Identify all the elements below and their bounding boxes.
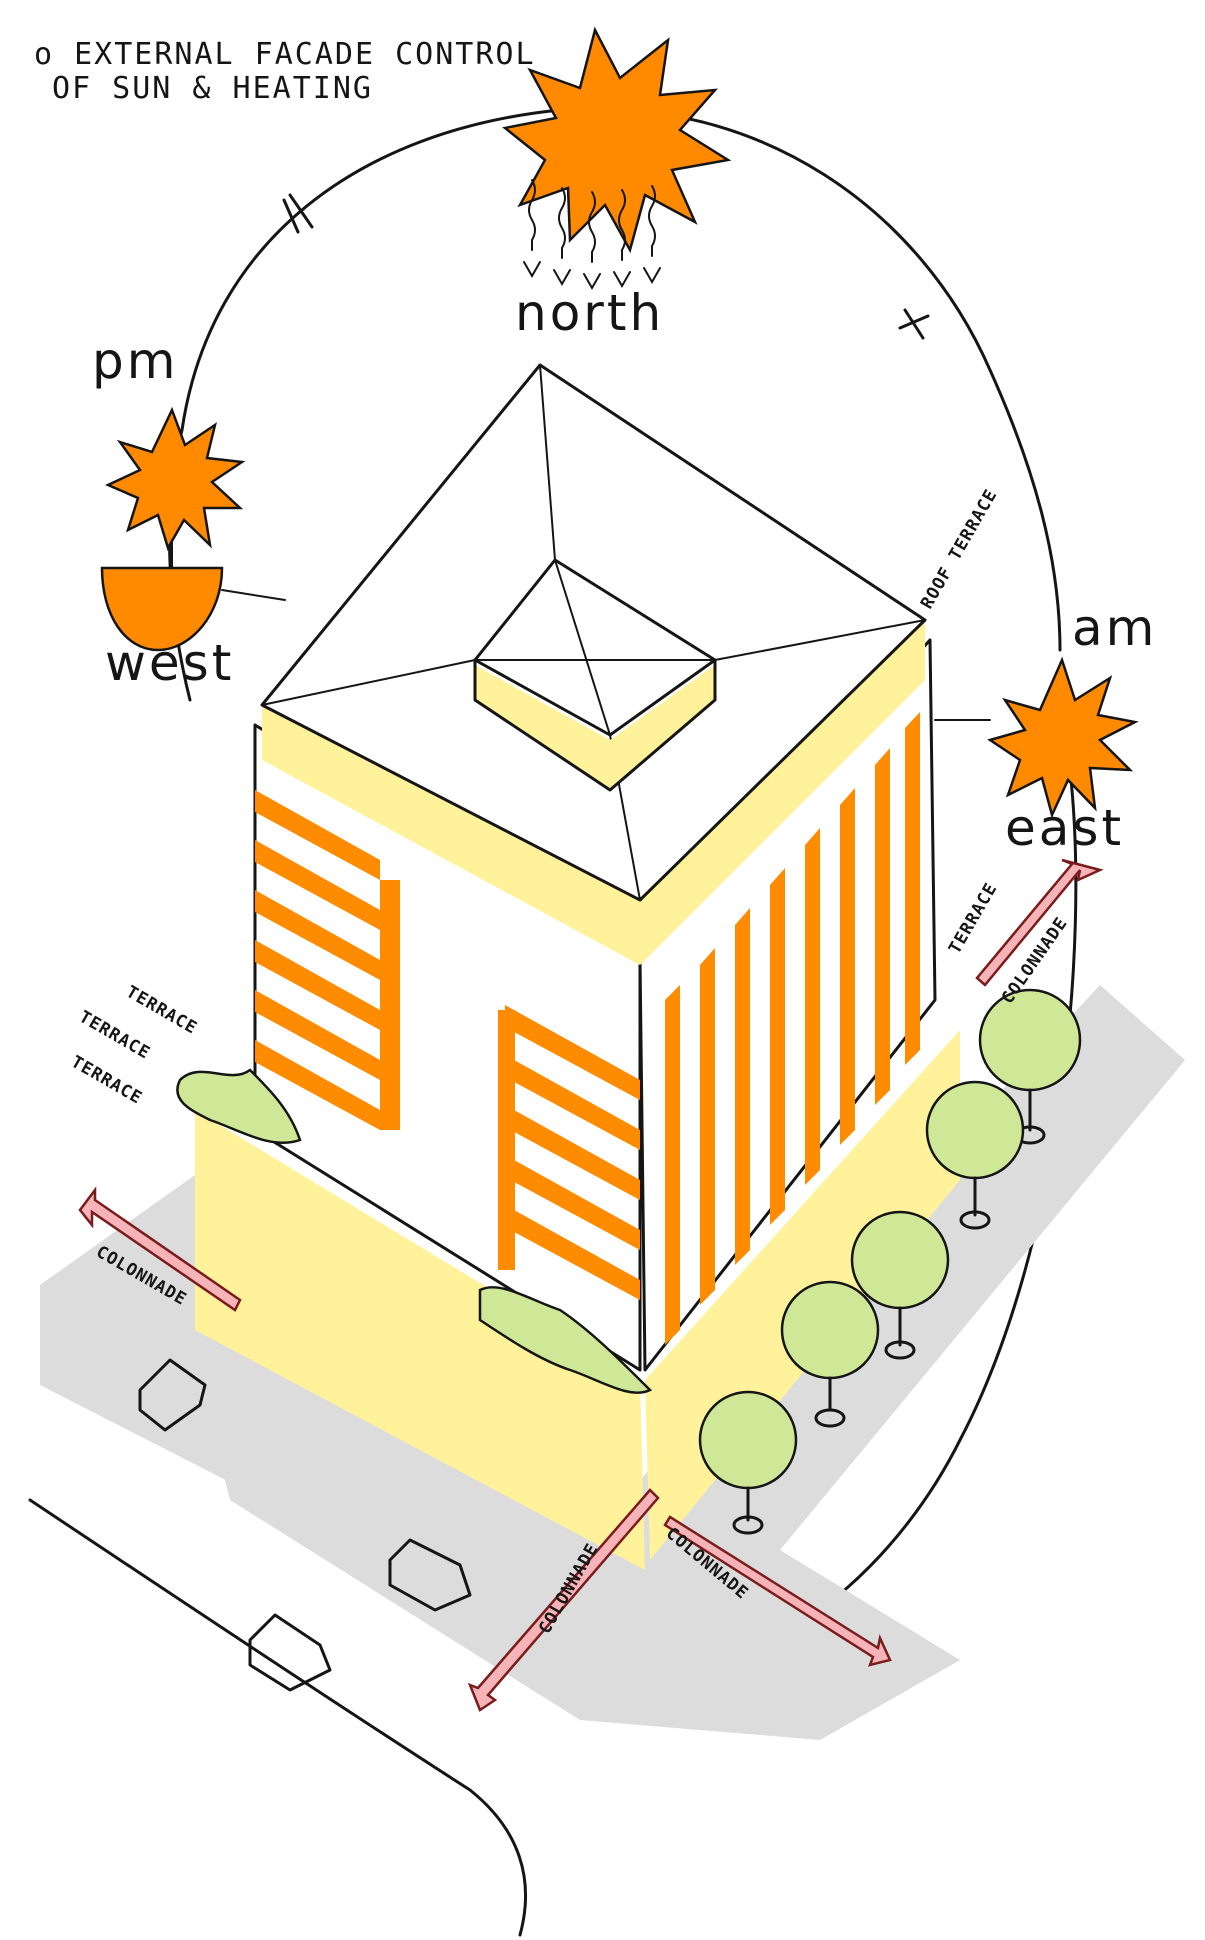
terrace-label-1: TERRACE bbox=[123, 982, 201, 1039]
title-line-1: o EXTERNAL FACADE CONTROL bbox=[34, 37, 536, 72]
arc-tick-2 bbox=[900, 310, 928, 338]
north-sun-icon bbox=[505, 30, 728, 250]
roof-ridges bbox=[262, 365, 925, 900]
roof-plane bbox=[262, 365, 925, 900]
pm-label: pm bbox=[92, 332, 178, 390]
terrace-label-2: TERRACE bbox=[76, 1007, 154, 1064]
terrace-label-3: TERRACE bbox=[68, 1052, 146, 1109]
roof-terrace-label: ROOF TERRACE bbox=[917, 486, 1002, 613]
north-label: north bbox=[515, 284, 664, 342]
title-line-2: OF SUN & HEATING bbox=[52, 71, 373, 106]
east-sun-icon bbox=[990, 660, 1135, 815]
terrace-label-east: TERRACE bbox=[945, 879, 1002, 957]
east-label: east bbox=[1005, 799, 1124, 857]
west-label: west bbox=[105, 634, 234, 692]
am-label: am bbox=[1072, 599, 1157, 657]
west-pointer-line bbox=[222, 590, 285, 600]
west-sun-icon bbox=[108, 410, 242, 568]
